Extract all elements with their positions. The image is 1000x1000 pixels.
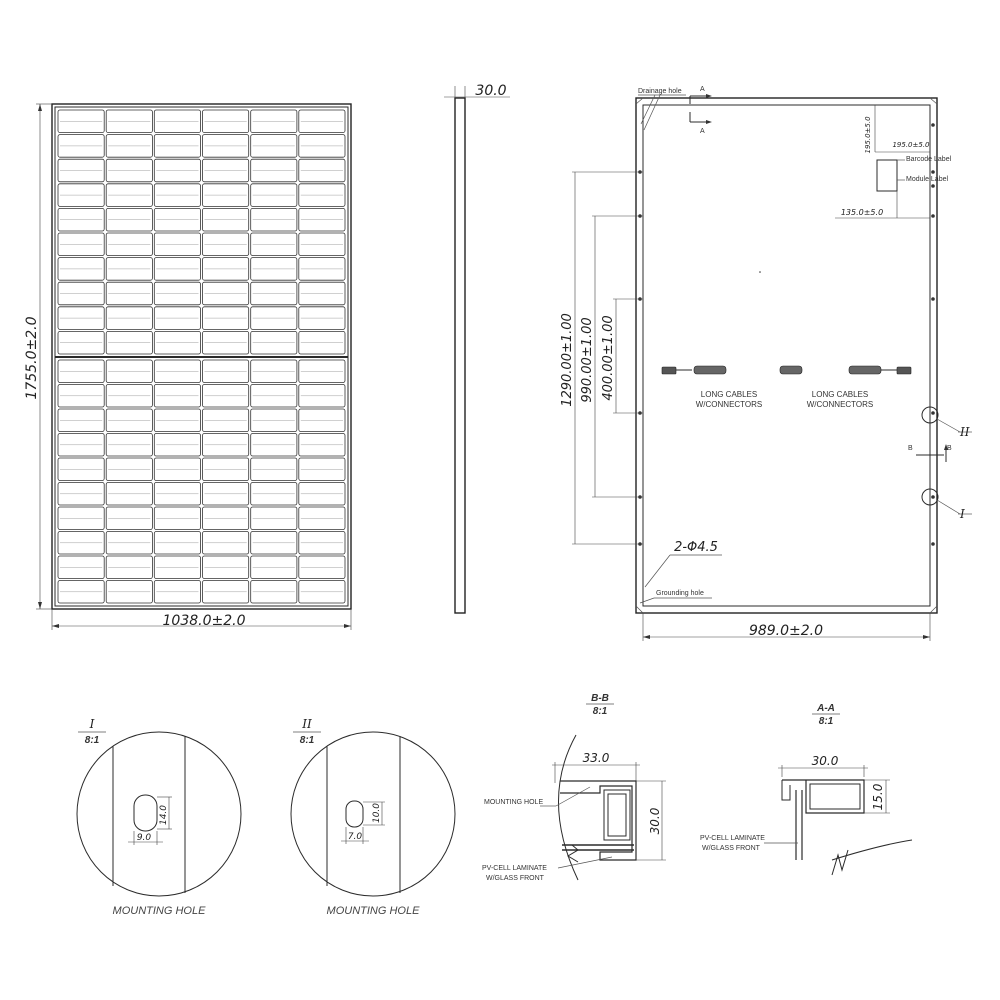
detail-i-title: I — [89, 717, 95, 731]
frame-hole — [931, 214, 935, 218]
back-frame-inner — [642, 104, 931, 607]
hole-dim-label: 2-Φ4.5 — [674, 540, 718, 555]
detail-i-marker — [921, 488, 939, 506]
section-bb-scale: 8:1 — [593, 706, 608, 717]
section-bb: B-B 8:1 33.0 30.0 MOUNTING HOLE PV-CELL … — [482, 693, 666, 882]
section-aa-width: 30.0 — [812, 754, 839, 768]
cell-grid — [57, 109, 346, 604]
dim-195-vertical: 195.0±5.0 — [864, 116, 872, 154]
section-bb-height: 30.0 — [648, 807, 662, 834]
detail-ii: II 8:1 10.0 7.0 MOUNTING HOLE — [290, 717, 456, 917]
back-view: Drainage hole A A 195.0±5.0 195.0±5.0 Ba… — [560, 86, 972, 641]
detail-ii-mark: II — [959, 425, 970, 439]
side-frame — [454, 97, 466, 614]
frame-hole — [931, 123, 935, 127]
section-a-bottom-mark: A — [700, 128, 705, 135]
side-thickness-label: 30.0 — [475, 83, 506, 99]
detail-ii-scale: 8:1 — [300, 735, 315, 746]
detail-ii-title: II — [301, 717, 312, 731]
section-aa-break-line — [831, 839, 913, 861]
section-aa-title: A-A — [816, 703, 835, 714]
frame-hole — [931, 411, 935, 415]
section-bb-title: B-B — [591, 693, 609, 704]
front-height-dimension: 1755.0±2.0 — [24, 103, 52, 610]
detail-i-mark: I — [959, 507, 965, 521]
frame-hole — [931, 170, 935, 174]
front-width-dimension: 1038.0±2.0 — [51, 609, 352, 630]
section-bb-width: 33.0 — [583, 751, 610, 765]
dim-135: 135.0±5.0 — [841, 208, 883, 217]
section-bb-laminate-line2: W/GLASS FRONT — [486, 875, 545, 882]
cable-right: LONG CABLES W/CONNECTORS — [807, 365, 912, 409]
dim-400: 400.00±1.00 — [601, 315, 616, 400]
detail-ii-marker — [921, 406, 939, 424]
section-bb-mounting-label: MOUNTING HOLE — [484, 799, 543, 806]
front-width-label: 1038.0±2.0 — [163, 613, 246, 629]
detail-i-hole — [133, 794, 158, 832]
back-width-label: 989.0±2.0 — [749, 623, 823, 639]
detail-i-height: 14.0 — [159, 805, 169, 825]
section-aa-scale: 8:1 — [819, 716, 834, 727]
back-holes-right — [931, 123, 935, 546]
front-view: 1755.0±2.0 1038.0±2.0 — [24, 103, 352, 630]
detail-i: I 8:1 14.0 9.0 MOUNTING HOLE — [76, 717, 242, 917]
frame-hole — [931, 495, 935, 499]
section-b-right-mark: B — [947, 445, 952, 452]
frame-hole — [931, 542, 935, 546]
detail-ii-circle — [290, 731, 456, 897]
module-label: Module Label — [906, 176, 948, 183]
back-frame-outer — [635, 97, 938, 614]
section-aa-laminate-line1: PV-CELL LAMINATE — [700, 835, 765, 842]
junction-box — [779, 365, 803, 375]
drainage-hole-label: Drainage hole — [638, 88, 682, 95]
dim-195-horizontal: 195.0±5.0 — [892, 141, 930, 149]
section-aa: A-A 8:1 30.0 15.0 PV-CELL LAMINATE W/GLA… — [700, 703, 913, 876]
cable-left-line1: LONG CABLES — [701, 390, 757, 399]
section-a-top-mark: A — [700, 86, 705, 93]
front-height-label: 1755.0±2.0 — [24, 316, 40, 399]
label-box — [876, 159, 898, 192]
frame-hole — [931, 297, 935, 301]
dim-990: 990.00±1.00 — [580, 317, 595, 402]
detail-ii-width: 7.0 — [348, 832, 363, 842]
cable-left: LONG CABLES W/CONNECTORS — [661, 365, 763, 409]
detail-i-caption: MOUNTING HOLE — [113, 905, 207, 917]
section-b-left-mark: B — [908, 445, 913, 452]
dim-1290: 1290.00±1.00 — [560, 313, 575, 407]
detail-i-width: 9.0 — [137, 833, 152, 843]
detail-i-circle — [76, 731, 242, 897]
cable-right-line1: LONG CABLES — [812, 390, 868, 399]
detail-ii-caption: MOUNTING HOLE — [327, 905, 421, 917]
section-aa-laminate-line2: W/GLASS FRONT — [702, 845, 761, 852]
section-bb-break-line — [558, 734, 579, 881]
detail-ii-hole — [345, 800, 364, 828]
cable-left-line2: W/CONNECTORS — [696, 400, 763, 409]
section-aa-height: 15.0 — [871, 783, 885, 810]
section-bb-laminate-line1: PV-CELL LAMINATE — [482, 865, 547, 872]
side-view: 30.0 — [444, 83, 510, 614]
barcode-label: Barcode Label — [906, 156, 952, 163]
cable-right-line2: W/CONNECTORS — [807, 400, 874, 409]
frame-hole — [931, 184, 935, 188]
detail-ii-height: 10.0 — [372, 803, 382, 823]
detail-i-scale: 8:1 — [85, 735, 100, 746]
grounding-hole-label: Grounding hole — [656, 590, 704, 597]
